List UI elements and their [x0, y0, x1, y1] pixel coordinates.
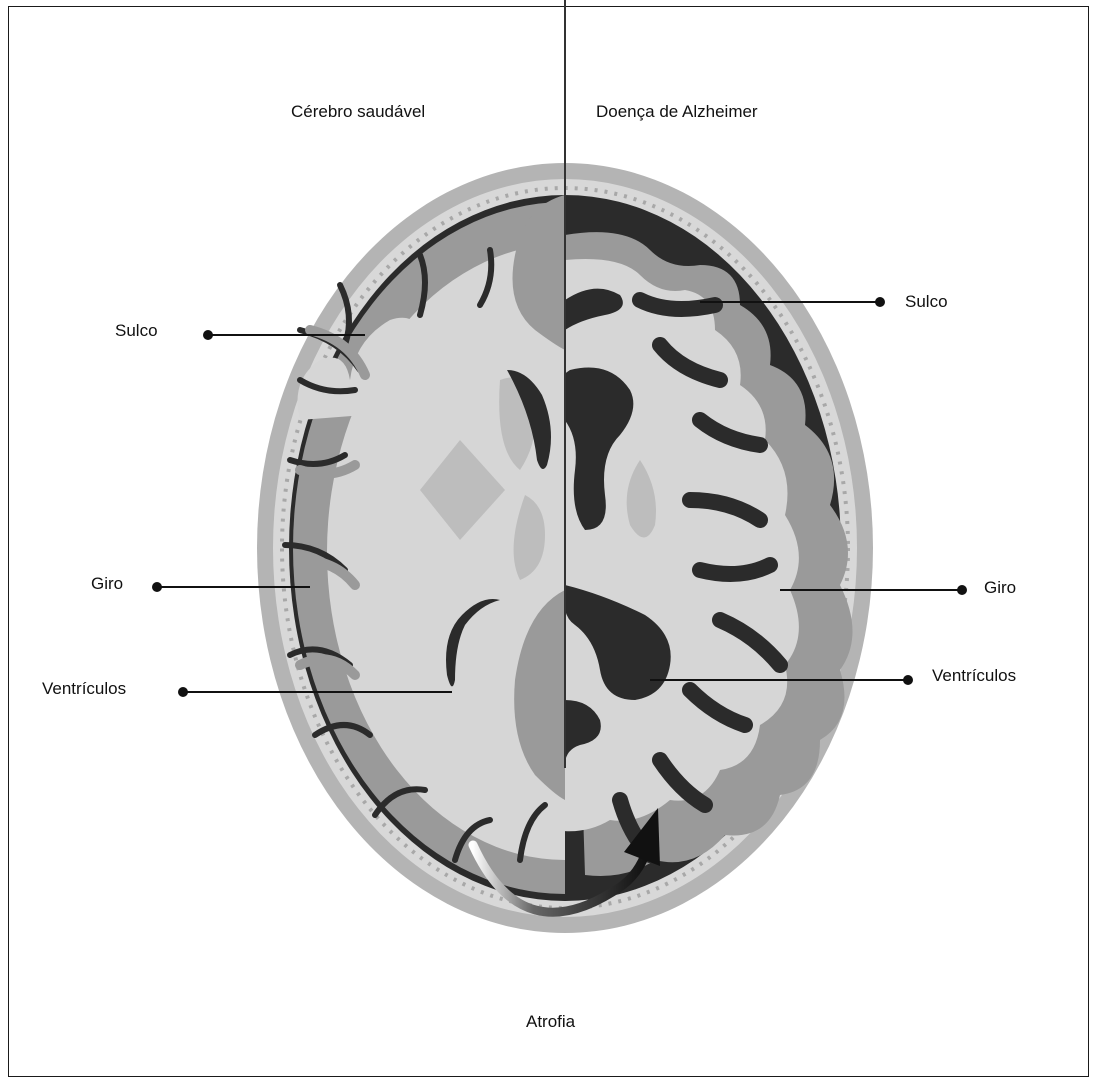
dot-giro-right	[957, 585, 967, 595]
caption-atrofia: Atrofia	[526, 1012, 575, 1032]
dot-ventriculos-left	[178, 687, 188, 697]
dot-sulco-left	[203, 330, 213, 340]
label-ventriculos-right: Ventrículos	[932, 666, 1016, 686]
dot-giro-left	[152, 582, 162, 592]
label-ventriculos-left: Ventrículos	[42, 679, 126, 699]
heading-alzheimer: Doença de Alzheimer	[596, 102, 758, 122]
label-giro-right: Giro	[984, 578, 1016, 598]
heading-healthy: Cérebro saudável	[291, 102, 425, 122]
label-giro-left: Giro	[91, 574, 123, 594]
label-sulco-right: Sulco	[905, 292, 948, 312]
label-sulco-left: Sulco	[115, 321, 158, 341]
dot-sulco-right	[875, 297, 885, 307]
dot-ventriculos-right	[903, 675, 913, 685]
